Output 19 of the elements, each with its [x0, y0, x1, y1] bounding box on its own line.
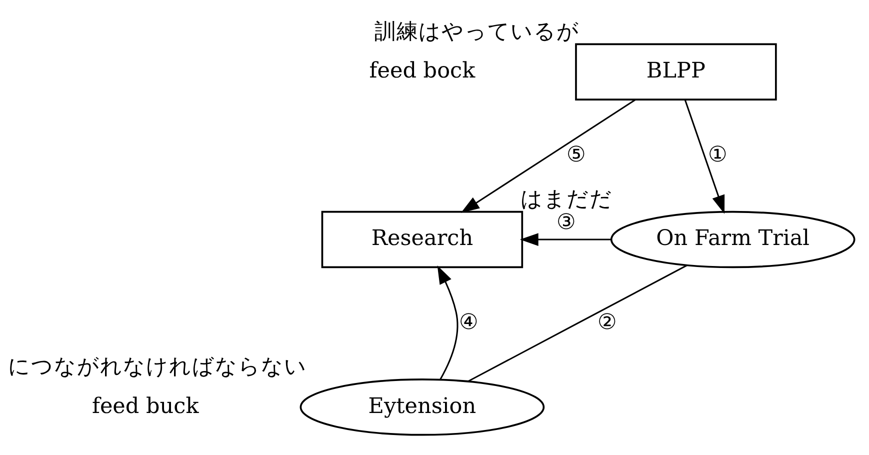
node-ellipse: On Farm Trial: [610, 210, 856, 268]
arrow: [520, 232, 612, 246]
node-label: につながれなければならない: [8, 354, 308, 380]
edge-label: ①: [708, 142, 728, 167]
edge-label: ⑤: [566, 142, 587, 167]
node-box: Research: [321, 210, 524, 268]
node-ellipse: Eytension: [300, 378, 545, 436]
label: feed bock: [369, 58, 476, 84]
connector: [468, 264, 688, 382]
arrow: [437, 265, 458, 380]
label: feed buck: [92, 393, 199, 418]
edge-label: ②: [598, 310, 618, 335]
node-label: はまだだ: [520, 186, 613, 212]
node-box: BLPP: [575, 42, 777, 100]
arrow: [684, 99, 725, 214]
arrow: [460, 98, 636, 212]
edge-label: ③: [556, 210, 577, 235]
edge-label: ④: [459, 310, 480, 335]
node-label: 訓練はやっているが: [374, 18, 580, 44]
